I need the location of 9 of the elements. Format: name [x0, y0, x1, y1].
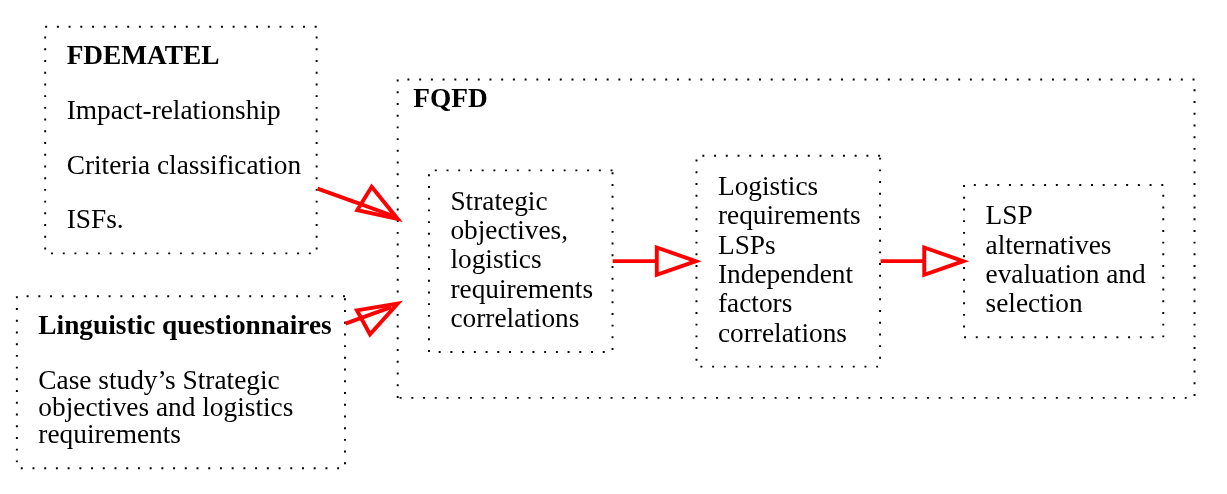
arrow — [344, 300, 403, 338]
node-box: FDEMATEL Impact-relationship Criteria classification ISFs. — [44, 25, 318, 254]
node-box: Strategic objectives, logistics requirements correlations — [427, 168, 614, 353]
arrow — [612, 244, 702, 278]
node-box: Logistics requirements LSPs Independent factors correlations — [695, 154, 882, 368]
node-box: LSP alternatives evaluation and selection — [963, 183, 1165, 338]
node-box: Linguistic questionnaires Case study’s Strategic objectives and logistics requirements — [15, 294, 346, 469]
arrow — [316, 182, 403, 222]
arrow — [880, 244, 970, 278]
